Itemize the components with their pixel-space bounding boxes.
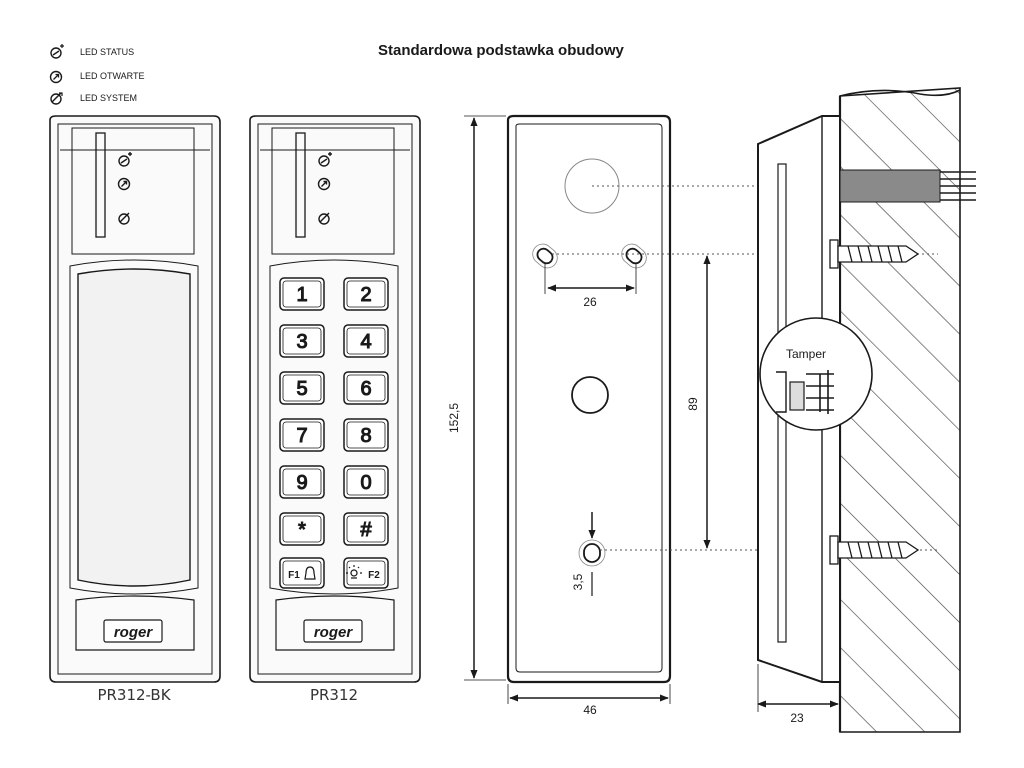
key-3: 3 <box>279 324 325 358</box>
screw-bottom <box>829 535 920 565</box>
device-keypad-led-icons <box>317 152 332 225</box>
brand-logo-bk: roger <box>114 624 154 641</box>
legend-label-otwarte: LED OTWARTE <box>80 71 145 81</box>
key-6: 6 <box>343 371 389 405</box>
device-pr312 <box>249 115 421 683</box>
caption-pr312: PR312 <box>309 686 359 704</box>
light-icon <box>346 565 362 579</box>
key-f2: F2 <box>343 557 389 589</box>
key-f1: F1 <box>279 557 325 589</box>
key-0: 0 <box>343 465 389 499</box>
caption-pr312-bk: PR312-BK <box>97 686 171 704</box>
key-label: 3 <box>296 331 307 353</box>
key-label: 7 <box>296 425 307 447</box>
dim-width-label: 46 <box>583 703 597 717</box>
key-label: 2 <box>360 284 371 306</box>
dim-hole-offset-label: 3,5 <box>571 573 585 590</box>
key-star: * <box>279 512 325 546</box>
key-label: # <box>360 519 372 541</box>
key-label: 9 <box>296 472 307 494</box>
key-label: F2 <box>368 570 380 581</box>
legend-item-status: LED STATUS <box>48 44 134 60</box>
diagram-title: Standardowa podstawka obudowy <box>378 42 624 59</box>
legend-label-system: LED SYSTEM <box>80 93 138 103</box>
led-status-icon <box>50 44 64 59</box>
cable <box>839 169 976 203</box>
device-pr312-bk <box>49 115 221 683</box>
tamper-label: Tamper <box>786 347 826 361</box>
key-7: 7 <box>279 418 325 452</box>
key-label: 4 <box>360 331 371 353</box>
screw-top <box>829 239 920 269</box>
dim-hole-horizontal-label: 26 <box>583 295 597 309</box>
key-label: * <box>298 519 306 541</box>
key-1: 1 <box>279 277 325 311</box>
key-9: 9 <box>279 465 325 499</box>
key-2: 2 <box>343 277 389 311</box>
device-bk-led-icons <box>117 152 132 225</box>
dim-hole-vertical-label: 89 <box>686 397 700 411</box>
key-4: 4 <box>343 324 389 358</box>
keypad: 1 2 3 4 5 6 7 8 9 0 * # F1 F2 <box>279 277 389 589</box>
key-5: 5 <box>279 371 325 405</box>
brand-logo-keypad: roger <box>314 624 354 641</box>
key-8: 8 <box>343 418 389 452</box>
bell-icon <box>304 566 316 580</box>
legend-item-otwarte: LED OTWARTE <box>48 68 145 84</box>
depth-dimension <box>757 664 841 712</box>
back-plate <box>506 114 672 684</box>
tamper-detail <box>759 317 873 431</box>
dim-height-label: 152,5 <box>447 403 461 433</box>
dimension-lines <box>464 115 711 704</box>
legend-item-system: LED SYSTEM <box>48 90 137 106</box>
key-label: 8 <box>360 425 371 447</box>
key-label: 1 <box>296 284 307 306</box>
led-otwarte-icon <box>49 70 63 84</box>
key-label: F1 <box>288 570 300 581</box>
key-label: 0 <box>360 472 371 494</box>
dim-depth-label: 23 <box>790 711 804 725</box>
legend-label-status: LED STATUS <box>80 47 135 57</box>
key-hash: # <box>343 512 389 546</box>
key-label: 5 <box>296 378 307 400</box>
led-system-icon <box>50 92 63 105</box>
key-label: 6 <box>360 378 371 400</box>
